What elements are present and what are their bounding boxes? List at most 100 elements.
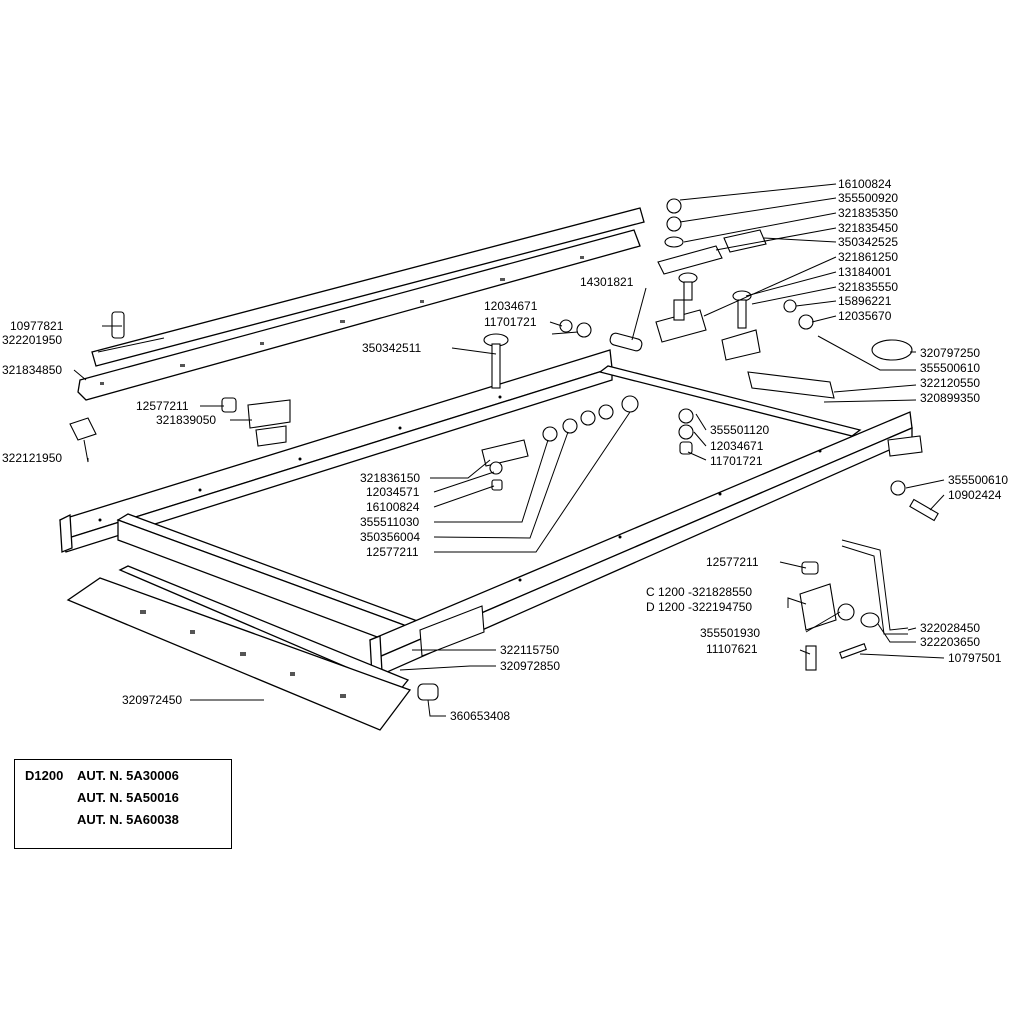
bottom-seal-strip [66,565,412,731]
bolt-shank-321835550 [737,299,747,329]
reinforcement-plate [419,605,485,657]
model-info-box: D1200 AUT. N. 5A30006 AUT. N. 5A50016 AU… [14,759,232,849]
washer-a [580,410,596,426]
label-322028450: 322028450 [920,621,980,635]
bottom-metal-strip [118,565,410,691]
label-16100824-top: 16100824 [838,177,892,191]
label-10797501: 10797501 [948,651,1002,665]
bushing-360653408 [417,683,439,701]
bottom-rubber-seal [66,577,412,731]
hinge-plate-321836150 [481,439,529,467]
label-321839050: 321839050 [156,413,216,427]
label-10977821: 10977821 [10,319,64,333]
bushing-322203650 [860,612,880,628]
washer-b [598,404,614,420]
washer-355501120 [678,408,694,424]
label-10902424: 10902424 [948,488,1002,502]
label-320972450: 320972450 [122,693,182,707]
washer-321835350 [664,236,684,248]
bolt-shank-13184001 [683,281,693,301]
label-355500920: 355500920 [838,191,898,205]
bracket-321828550 [799,583,837,631]
label-11701721-top: 11701721 [484,315,537,329]
label-11701721-mid: 11701721 [710,454,763,468]
aut-number-3: AUT. N. 5A60038 [77,812,179,827]
plate-321835450 [657,245,723,275]
bolt-10797501 [839,643,867,659]
washer-12034571 [489,461,503,475]
washer-355511030 [542,426,558,442]
label-12034571: 12034571 [366,485,420,499]
main-frame [59,349,913,677]
label-12577211-mid: 12577211 [366,545,419,559]
rear-cross-bar [598,365,862,437]
nut-12577211-right [801,561,819,575]
washer-355500610-b [890,480,906,496]
label-320797250: 320797250 [920,346,980,360]
label-322203650: 322203650 [920,635,980,649]
aut-number-1: AUT. N. 5A30006 [77,768,179,783]
top-seal-strip [77,207,645,401]
label-360653408: 360653408 [450,709,510,723]
bracket-321839050-lower [255,425,287,447]
label-322201950: 322201950 [2,333,62,347]
model-label: D1200 [25,768,64,783]
bolt-10977821 [111,311,125,339]
part-labels: 16100824 355500920 321835350 321835450 3… [2,177,1008,723]
label-321836150: 321836150 [360,471,420,485]
label-12034671-top: 12034671 [484,299,538,313]
label-12034671-mid: 12034671 [710,439,764,453]
nut-16100824-top [666,198,682,214]
corner-bracket [887,435,923,457]
hinge-321861250 [655,309,707,343]
hinge-pin [673,299,685,321]
label-355501120: 355501120 [710,423,770,437]
label-350342525: 350342525 [838,235,898,249]
bolt-11107621 [805,645,817,671]
label-355500610-a: 355500610 [920,361,980,375]
label-321835350: 321835350 [838,206,898,220]
nut-left [221,397,237,413]
nut-12577211-mid [621,395,639,413]
label-321828550: C 1200 -321828550 [646,585,752,599]
clip-322121950 [69,417,97,441]
aut-number-2: AUT. N. 5A50016 [77,790,179,805]
bolt-shank-350342511 [491,343,501,389]
washer-355500920 [666,216,682,232]
label-322194750: D 1200 -322194750 [646,600,752,614]
label-12035670: 12035670 [838,309,892,323]
bracket-mid [721,329,761,361]
pin-14301821 [609,332,643,352]
nut-15896221 [783,299,797,313]
small-parts [69,198,939,701]
label-322120550: 322120550 [920,376,980,390]
nut-16100824 [491,479,503,491]
label-320899350: 320899350 [920,391,980,405]
label-16100824-mid: 16100824 [366,500,420,514]
label-355511030: 355511030 [360,515,420,529]
label-355501930: 355501930 [700,626,760,640]
washer-355501930 [837,603,855,621]
label-355500610-b: 355500610 [948,473,1008,487]
label-321835450: 321835450 [838,221,898,235]
label-322115750: 322115750 [500,643,560,657]
bracket-321839050 [247,399,291,429]
nut-11701721-mid [679,441,693,455]
top-rubber-seal [77,229,641,401]
nut-11701721-top [576,322,592,338]
label-320972850: 320972850 [500,659,560,673]
label-321834850: 321834850 [2,363,62,377]
label-12577211-left: 12577211 [136,399,189,413]
leader-lines [73,183,945,717]
washer-12034671-mid [678,424,694,440]
label-350356004: 350356004 [360,530,420,544]
label-350342511: 350342511 [362,341,422,355]
bumper-320797250 [871,339,913,361]
label-321861250: 321861250 [838,250,898,264]
top-metal-strip [91,207,645,367]
rod-outline [841,545,908,635]
bolt-10902424 [909,498,939,522]
left-rail-end [59,513,73,553]
label-321835550: 321835550 [838,280,898,294]
